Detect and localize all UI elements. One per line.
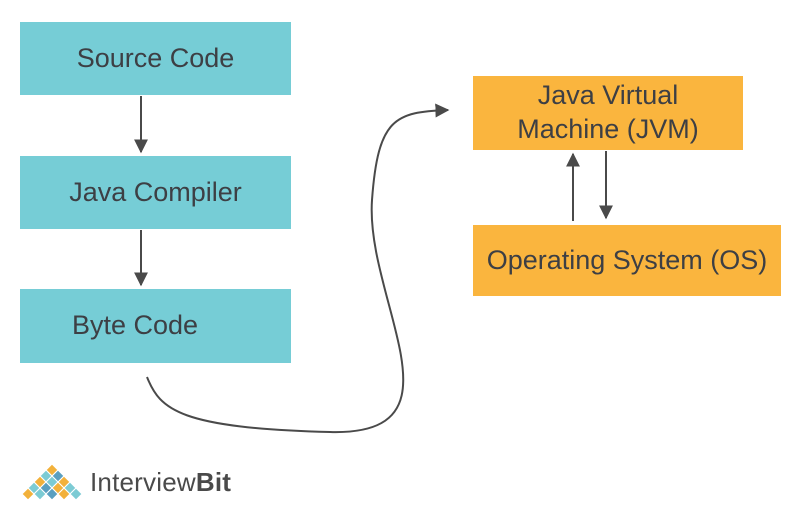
logo-diamond-tile xyxy=(33,487,47,501)
os-label: Operating System (OS) xyxy=(486,244,768,275)
java-compiler-label: Java Compiler xyxy=(69,176,242,207)
logo-diamond-tile xyxy=(21,487,35,501)
source-code-box: Source Code xyxy=(20,22,291,95)
java-compiler-box: Java Compiler xyxy=(20,156,291,229)
jvm-label: Java Virtual Machine (JVM) xyxy=(517,79,699,147)
logo-word-light: Interview xyxy=(90,466,196,497)
os-box: Operating System (OS) xyxy=(473,225,781,296)
logo-diamond-tile xyxy=(45,487,59,501)
jvm-label-line2: Machine (JVM) xyxy=(517,114,699,144)
arrow-bytecode-to-jvm xyxy=(146,103,450,434)
diamond-grid-logo-icon xyxy=(21,463,83,501)
source-code-label: Source Code xyxy=(76,42,235,73)
logo-wordmark: InterviewBit xyxy=(90,467,231,498)
logo-diamond-tile xyxy=(57,487,71,501)
jvm-box: Java Virtual Machine (JVM) xyxy=(473,76,743,150)
jvm-label-line1: Java Virtual xyxy=(537,80,679,111)
logo-diamond-tile xyxy=(69,487,83,501)
logo-word-bold: Bit xyxy=(195,466,232,497)
interviewbit-logo: InterviewBit xyxy=(20,460,231,504)
byte-code-label: Byte Code xyxy=(72,310,199,341)
byte-code-box: Byte Code xyxy=(20,289,291,363)
